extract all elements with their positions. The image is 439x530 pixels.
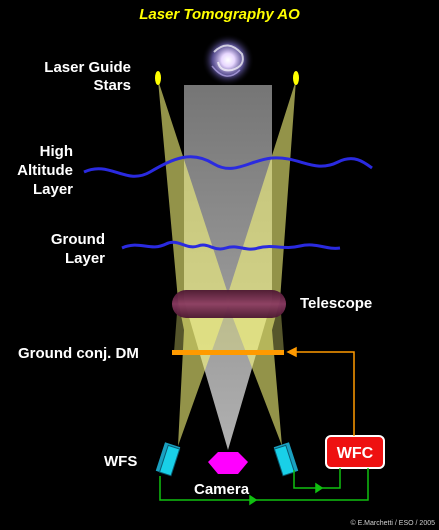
label-camera: Camera bbox=[194, 481, 250, 498]
label-wfs: WFS bbox=[104, 453, 138, 470]
wfs-left-icon bbox=[155, 442, 181, 477]
laser-guide-star-left bbox=[155, 71, 161, 85]
laser-beam-right bbox=[226, 80, 296, 446]
label-high-line1: High bbox=[39, 143, 73, 160]
label-ground-line1: Ground bbox=[50, 231, 105, 248]
laser-beam-left bbox=[158, 80, 230, 446]
wfs-right-icon bbox=[273, 442, 299, 477]
label-ground-line2: Layer bbox=[64, 250, 105, 267]
ground-layer-wave bbox=[121, 240, 341, 251]
label-high-line3: Layer bbox=[32, 181, 73, 198]
diagram-title: Laser Tomography AO bbox=[139, 6, 300, 23]
label-high-line2: Altitude bbox=[17, 162, 73, 179]
label-dm: Ground conj. DM bbox=[18, 345, 139, 362]
high-altitude-layer-wave bbox=[83, 155, 373, 178]
label-lgs-line2: Stars bbox=[93, 77, 131, 94]
camera-icon bbox=[208, 452, 248, 474]
credit-text: © E.Marchetti / ESO / 2005 bbox=[350, 520, 435, 527]
telescope-mirror bbox=[172, 290, 286, 318]
label-telescope: Telescope bbox=[300, 295, 373, 312]
laser-guide-star-right bbox=[293, 71, 299, 85]
label-lgs-line1: Laser Guide bbox=[44, 59, 131, 76]
wfc-label: WFC bbox=[337, 445, 374, 462]
galaxy-icon bbox=[202, 34, 254, 86]
ground-conj-dm bbox=[172, 350, 284, 355]
control-loop bbox=[159, 346, 369, 506]
wfc-box bbox=[325, 435, 385, 469]
